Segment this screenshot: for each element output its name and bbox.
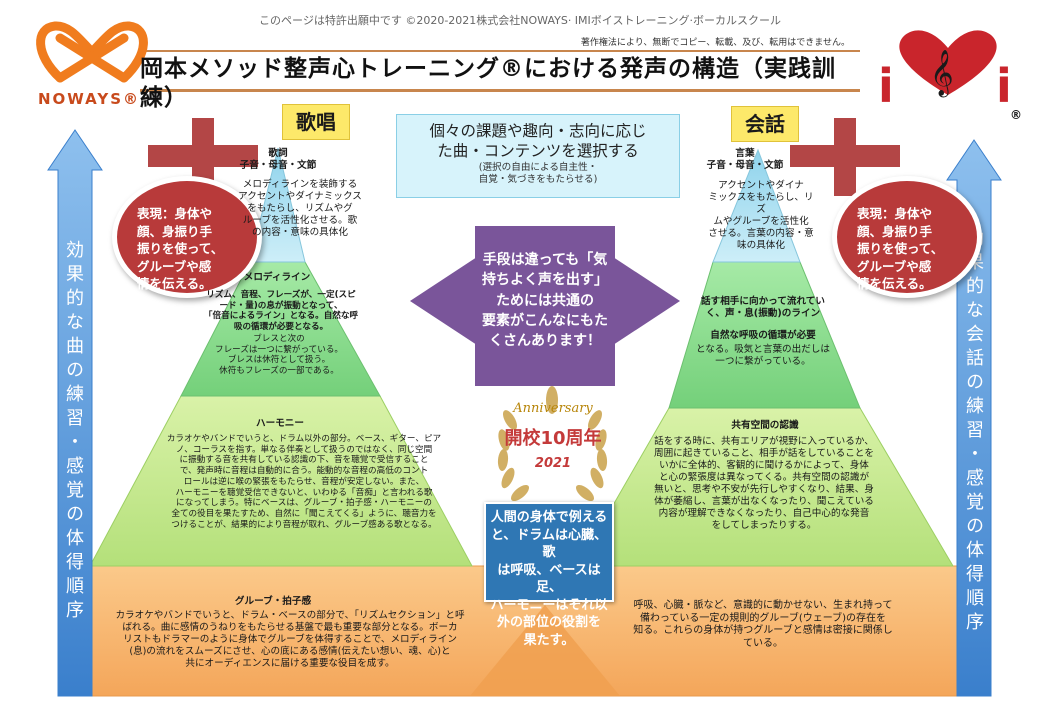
noways-logo-icon xyxy=(36,21,148,83)
anniversary-script-text: Anniversary xyxy=(513,401,593,416)
copyright-notice: このページは特許出願中です ©2020-2021株式会社NOWAYS· IMIボ… xyxy=(259,14,781,27)
imi-logo-icon: i i 𝄞 xyxy=(878,30,1012,113)
page-title: 岡本メソッド整声心トレーニング®における発声の構造（実践訓練） xyxy=(140,56,836,111)
conversation-space-text: 話をする時に、共有エリアが視野に入っているか、 周囲に起きていること、相手が話を… xyxy=(654,436,874,531)
svg-text:i: i xyxy=(996,59,1012,113)
svg-text:i: i xyxy=(878,59,894,113)
singing-melody-title: メロディライン xyxy=(243,272,311,283)
left-purple-arrowhead xyxy=(410,255,480,347)
conversation-words-text: アクセントやダイナ ミックスをもたらし、リズ ムやグルーブを活性化 させる。言葉… xyxy=(708,180,814,251)
conversation-groove-text: 呼吸、心臓・脈など、意識的に動かせない、生まれ持って 備わっている一定の規則的グ… xyxy=(633,600,893,649)
singing-label: 歌唱 xyxy=(282,104,350,140)
conversation-label: 会話 xyxy=(731,106,799,142)
singing-order-text: 効果的な曲の練習・感覚の体得順序 xyxy=(63,240,84,624)
conversation-expression-bubble: 表現：身体や 顔、身振り手 振りを使って、 グルーブや感 情を伝える。 xyxy=(832,176,982,298)
anniversary-year: 2021 xyxy=(534,456,572,471)
conversation-order-text: 効果的な会話の練習・感覚の体得順序 xyxy=(963,228,984,636)
singing-order-arrow xyxy=(47,129,103,697)
content-selection-subtitle: (選択の自由による自主性・ 自覚・気づきをもたらせる) xyxy=(478,162,598,186)
singing-expression-bubble: 表現：身体や 顔、身振り手 振りを使って、 グルーブや感 情を伝える。 xyxy=(112,176,262,298)
singing-lyrics-title: 歌詞 子音・母音・文節 xyxy=(239,148,317,171)
singing-harmony-text: カラオケやバンドでいうと、ドラム以外の部分。ベース、ギター、ピア ノ、コーラスを… xyxy=(166,434,442,530)
conversation-line-title: 話す相手に向かって流れてい く、声・息(振動)のライン xyxy=(701,296,825,319)
singing-melody-text-bold: リズム、音程、フレーズが、一定(スピ ード・量)の息が振動となって、 「倍音によ… xyxy=(203,290,359,333)
singing-groove-text: カラオケやバンドでいうと、ドラム・ベースの部分で、「リズムセクション」と呼 ばれ… xyxy=(115,610,465,669)
anniversary-laurel-icon xyxy=(497,386,608,502)
right-purple-arrowhead xyxy=(610,255,680,347)
singing-melody-text: ブレスと次の フレーズは一つに繋がっている。 ブレスは休符として扱う。 休符もフ… xyxy=(214,334,344,377)
copy-prohibited-notice: 著作権法により、無断でコピー、転載、及び、転用はできません。 xyxy=(580,38,850,48)
noways-brand-name: NOWAYS® xyxy=(38,90,141,108)
conversation-words-title: 言葉 子音・母音・文節 xyxy=(706,148,784,171)
singing-groove-title: グルーブ・拍子感 xyxy=(234,596,312,607)
svg-text:𝄞: 𝄞 xyxy=(930,50,954,98)
conversation-line-text: となる。吸気と言葉の出だしは 一つに繋がっている。 xyxy=(695,344,831,367)
anniversary-title: 開校10周年 xyxy=(504,428,602,449)
singing-lyrics-text: メロディラインを装飾する アクセントやダイナミックス をもたらし、リズムやグ ル… xyxy=(238,179,362,238)
conversation-space-title: 共有空間の認識 xyxy=(731,420,799,431)
common-elements-box: 手段は違っても「気 持ちよく声を出す」 ためには共通の 要素がこんなにもた くさ… xyxy=(475,226,615,386)
content-selection-box: 個々の課題や趣向・志向に応じ た曲・コンテンツを選択する (選択の自由による自主… xyxy=(396,114,680,198)
singing-lyrics-tier xyxy=(249,147,306,263)
content-selection-title: 個々の課題や趣向・志向に応じ た曲・コンテンツを選択する xyxy=(429,122,647,161)
imi-registered-mark: ® xyxy=(1010,108,1022,122)
singing-harmony-title: ハーモニー xyxy=(256,418,304,429)
conversation-words-tier xyxy=(712,148,801,263)
body-analogy-box: 人間の身体で例える と、ドラムは心臓、歌 は呼吸、ベースは足、 ハーモニーはそれ… xyxy=(484,502,614,648)
conversation-plus-icon xyxy=(790,118,900,196)
conversation-line-text-bold: 自然な呼吸の循環が必要 xyxy=(710,330,816,341)
